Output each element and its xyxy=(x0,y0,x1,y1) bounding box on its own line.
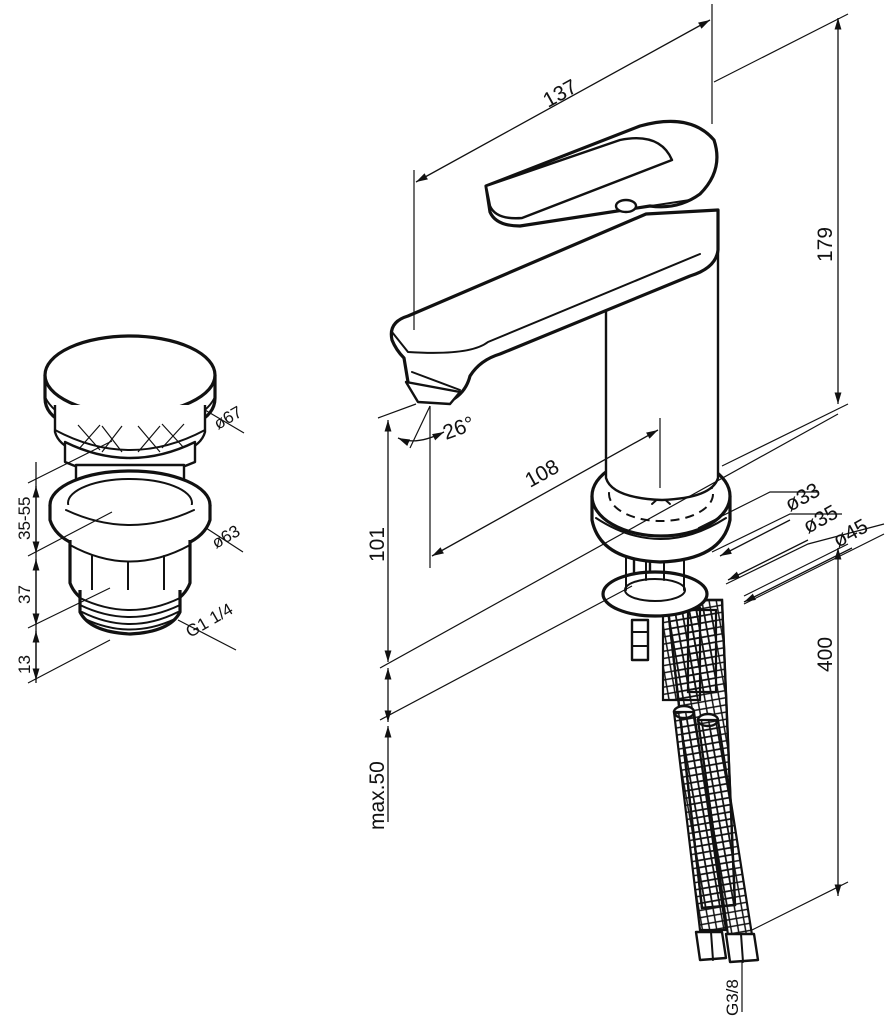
spout-height-label: 101 xyxy=(366,527,389,562)
countertop-thickness-label: max.50 xyxy=(366,761,389,830)
drain-flange-diameter-label: ø63 xyxy=(209,521,244,552)
spout-angle-label: 26° xyxy=(440,412,478,444)
hose-thread-label: G3/8 xyxy=(723,979,742,1016)
pop-up-drain: ø67 ø63 G1 1/4 35-55 37 13 xyxy=(15,334,246,684)
mounting-washer xyxy=(601,547,709,618)
dimension-spout-angle xyxy=(397,405,445,449)
faucet-height-label: 179 xyxy=(814,227,837,262)
drain-height-dimensions xyxy=(27,440,113,684)
dimension-hose-length xyxy=(743,543,849,931)
faucet-spout xyxy=(389,208,720,406)
drain-thread xyxy=(78,590,182,636)
dimension-length xyxy=(413,4,713,330)
dimension-height xyxy=(713,13,849,467)
lever-handle xyxy=(484,119,719,228)
faucet-length-label: 137 xyxy=(539,75,581,112)
drain-thread-height-label: 13 xyxy=(15,655,34,674)
drain-body-height-label: 37 xyxy=(15,585,34,604)
hose-length-label: 400 xyxy=(814,637,837,672)
drain-cap-diameter-label: ø67 xyxy=(211,402,246,433)
drain-thread-label: G1 1/4 xyxy=(183,599,237,641)
dimension-countertop xyxy=(379,585,633,822)
drain-height-range-label: 35-55 xyxy=(15,497,34,540)
dimension-base-diameters xyxy=(697,491,885,605)
basin-faucet: 137 179 101 108 26° xyxy=(366,4,885,1016)
